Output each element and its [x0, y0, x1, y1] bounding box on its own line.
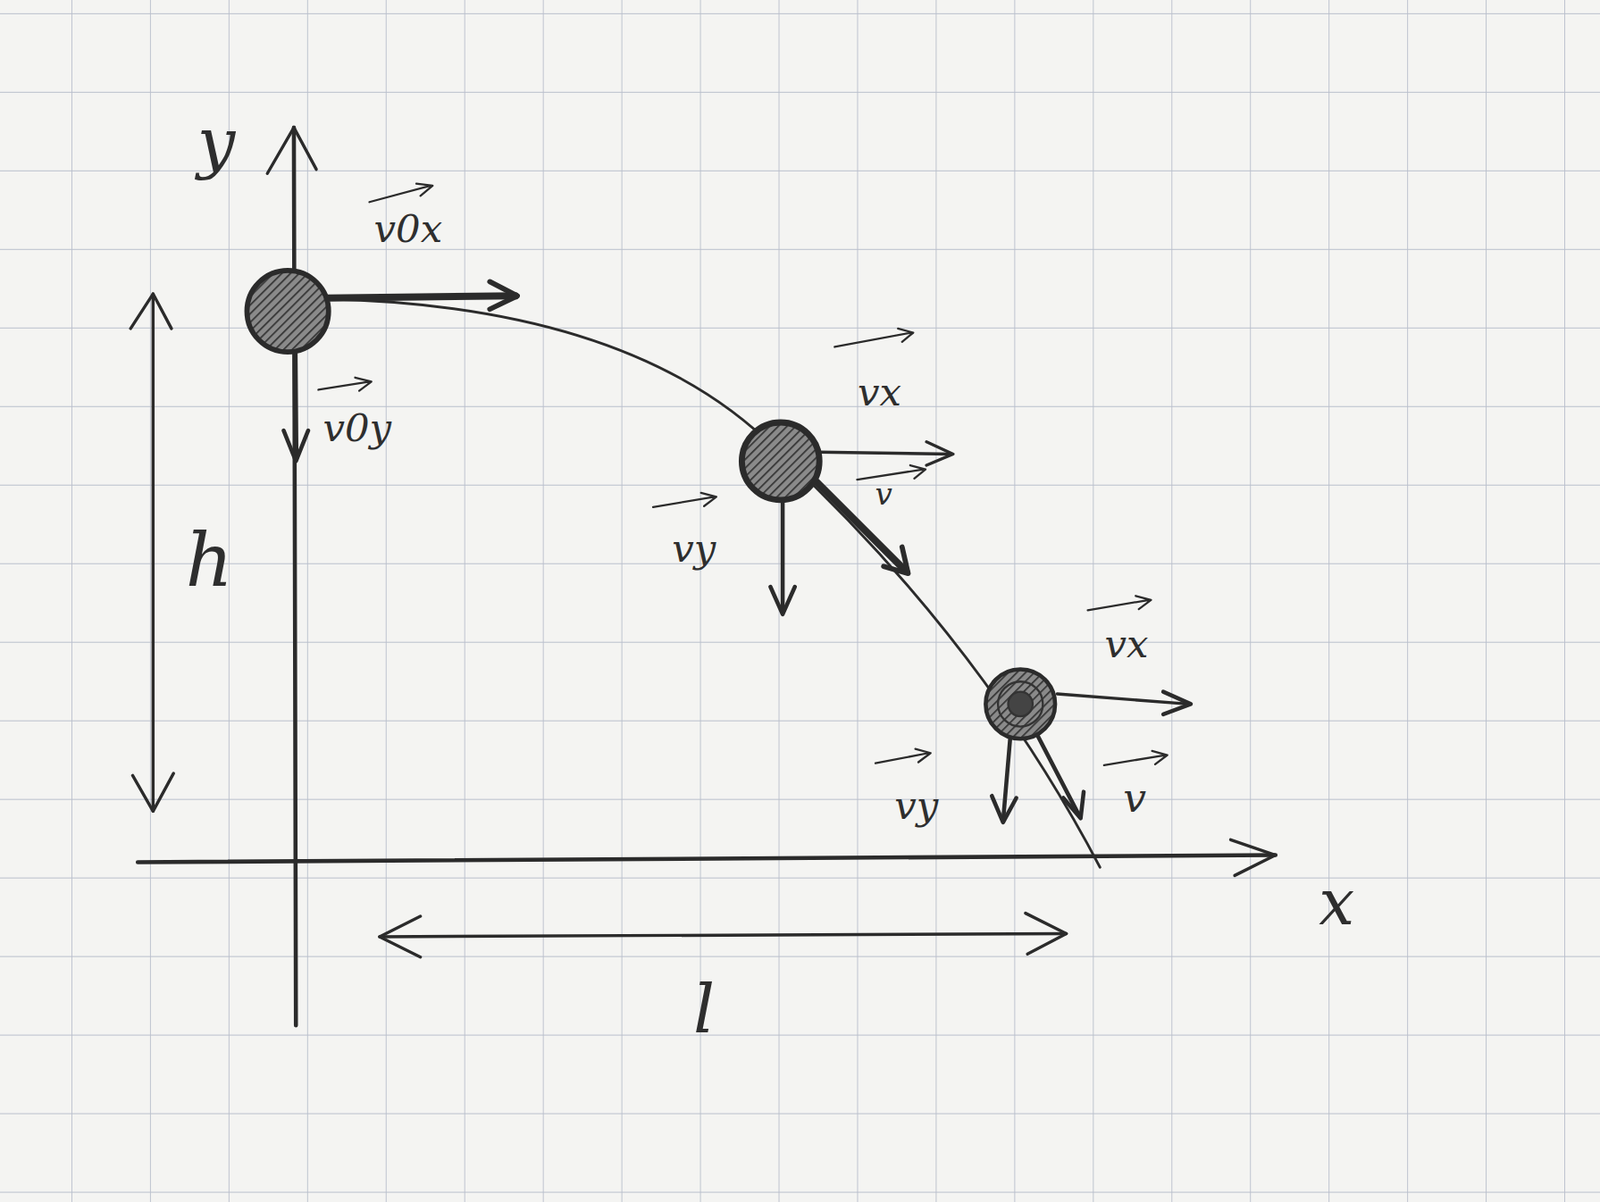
axis-label: x	[1318, 871, 1355, 936]
vector-label: v	[874, 478, 892, 510]
dimension-label: h	[185, 524, 234, 598]
vector-label: vy	[671, 529, 716, 569]
vector-label: vy	[894, 787, 939, 826]
axis-label: y	[197, 108, 236, 176]
vector-label: v0y	[322, 409, 392, 448]
vector-label: v0x	[374, 209, 444, 249]
dimension-label: l	[693, 976, 715, 1044]
vector-label: v	[1122, 778, 1147, 820]
vector-label: vx	[1105, 625, 1149, 664]
vector-label: vx	[857, 373, 902, 412]
